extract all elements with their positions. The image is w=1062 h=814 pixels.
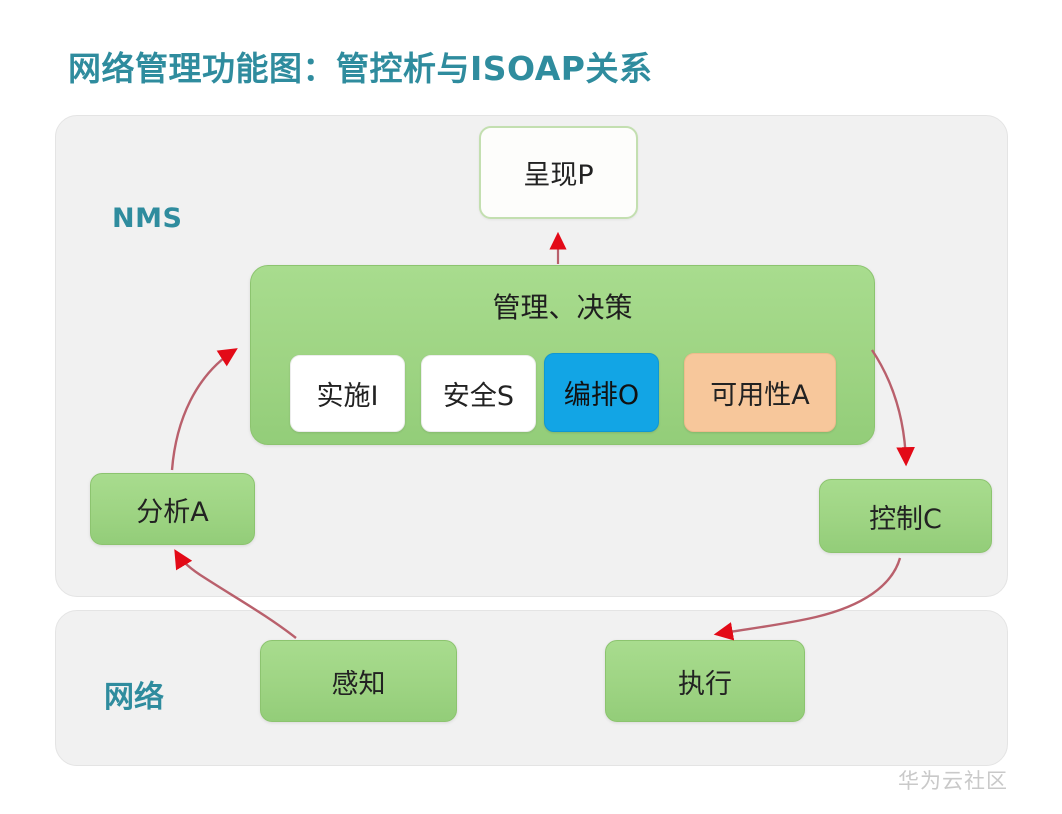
page-title: 网络管理功能图：管控析与ISOAP关系: [68, 49, 653, 88]
chip-implementation[interactable]: 实施I: [290, 355, 405, 432]
node-sense[interactable]: 感知: [260, 640, 457, 722]
chip-security[interactable]: 安全S: [421, 355, 536, 432]
node-analysis[interactable]: 分析A: [90, 473, 255, 545]
node-execute[interactable]: 执行: [605, 640, 805, 722]
watermark: 华为云社区: [898, 769, 1008, 793]
chip-availability[interactable]: 可用性A: [684, 353, 836, 432]
panel-network: [55, 610, 1008, 766]
panel-label-nms: NMS: [112, 203, 183, 234]
panel-label-network: 网络: [104, 680, 164, 715]
node-control[interactable]: 控制C: [819, 479, 992, 553]
node-manage-decision-label: 管理、决策: [492, 291, 633, 324]
chip-orchestration[interactable]: 编排O: [544, 353, 659, 432]
node-present[interactable]: 呈现P: [479, 126, 638, 219]
